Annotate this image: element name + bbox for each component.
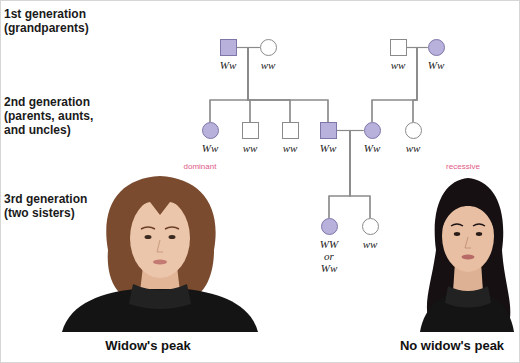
symbol-outline	[321, 218, 338, 235]
symbol-outline	[320, 122, 337, 139]
descent-line	[407, 48, 418, 123]
female-symbol: WW or Ww	[318, 218, 340, 274]
symbol-outline	[364, 122, 381, 139]
symbol-shape	[260, 40, 276, 56]
symbol-shape	[242, 123, 258, 139]
symbol-outline	[362, 218, 379, 235]
descent-line	[210, 48, 248, 123]
female-symbol: ww	[362, 218, 379, 250]
eyebrow	[141, 227, 155, 229]
genotype: Ww	[220, 59, 237, 71]
symbol-outline	[405, 122, 422, 139]
eyebrow	[451, 224, 463, 226]
symbol-shape	[364, 123, 380, 139]
eye	[169, 235, 176, 239]
symbol-outline	[390, 39, 407, 56]
male-symbol: Ww	[320, 122, 337, 154]
symbol-outline	[260, 39, 277, 56]
generation-label: 1st generation (grandparents)	[4, 7, 104, 35]
genotype: Ww	[320, 142, 337, 154]
male-symbol: ww	[242, 122, 259, 154]
symbol-outline	[242, 122, 259, 139]
symbol-shape	[282, 123, 298, 139]
male-symbol: ww	[282, 122, 299, 154]
symbol-shape	[220, 40, 236, 56]
hair	[106, 176, 215, 296]
symbol-outline	[428, 39, 445, 56]
symbol-shape	[320, 123, 336, 139]
symbol-shape	[405, 123, 421, 139]
collar	[129, 284, 191, 309]
lips	[462, 255, 475, 260]
trait-tag: recessive	[446, 162, 480, 172]
descent-line	[210, 48, 260, 123]
descent-line	[248, 48, 328, 123]
symbol-shape	[202, 123, 218, 139]
genotype: Ww	[202, 142, 219, 154]
hairline-round	[441, 189, 495, 232]
genotype: WW or Ww	[318, 238, 340, 274]
genotype: Ww	[364, 142, 381, 154]
hairline-peak	[128, 186, 192, 228]
descent-line	[248, 48, 260, 123]
symbol-outline	[220, 39, 237, 56]
symbol-shape	[390, 40, 406, 56]
eye	[145, 235, 152, 239]
photo-caption: Widow's peak	[105, 338, 190, 353]
symbol-outline	[202, 122, 219, 139]
genotype: ww	[363, 238, 378, 250]
photo-caption: No widow's peak	[400, 338, 504, 353]
female-symbol: Ww	[202, 122, 219, 154]
descent-line	[372, 48, 428, 123]
collar	[445, 286, 491, 308]
symbol-shape	[362, 219, 378, 235]
symbol-shape	[321, 219, 337, 235]
trait-tag: dominant	[184, 162, 217, 172]
descent-line	[413, 48, 428, 123]
genotype: ww	[243, 142, 258, 154]
genotype: ww	[406, 142, 421, 154]
hair	[427, 178, 510, 318]
female-symbol: Ww	[428, 39, 445, 71]
genotype: ww	[283, 142, 298, 154]
eyebrow	[165, 227, 179, 229]
generation-label: 3rd generation (two sisters)	[4, 192, 104, 220]
descent-line	[237, 48, 329, 123]
symbol-shape	[428, 40, 444, 56]
female-symbol: ww	[405, 122, 422, 154]
descent-line	[372, 48, 417, 123]
genotype: ww	[261, 59, 276, 71]
female-symbol: ww	[260, 39, 277, 71]
eye	[454, 232, 460, 236]
symbol-outline	[282, 122, 299, 139]
lips	[153, 259, 167, 264]
female-symbol: Ww	[364, 122, 381, 154]
nose	[465, 237, 471, 248]
male-symbol: Ww	[220, 39, 237, 71]
descent-line	[237, 48, 291, 123]
male-symbol: ww	[390, 39, 407, 71]
nose	[157, 240, 163, 252]
descent-line	[248, 48, 290, 123]
eye	[476, 232, 482, 236]
genotype: Ww	[428, 59, 445, 71]
eyebrow	[473, 224, 485, 226]
generation-label: 2nd generation (parents, aunts, and uncl…	[4, 95, 104, 137]
genotype: ww	[391, 59, 406, 71]
